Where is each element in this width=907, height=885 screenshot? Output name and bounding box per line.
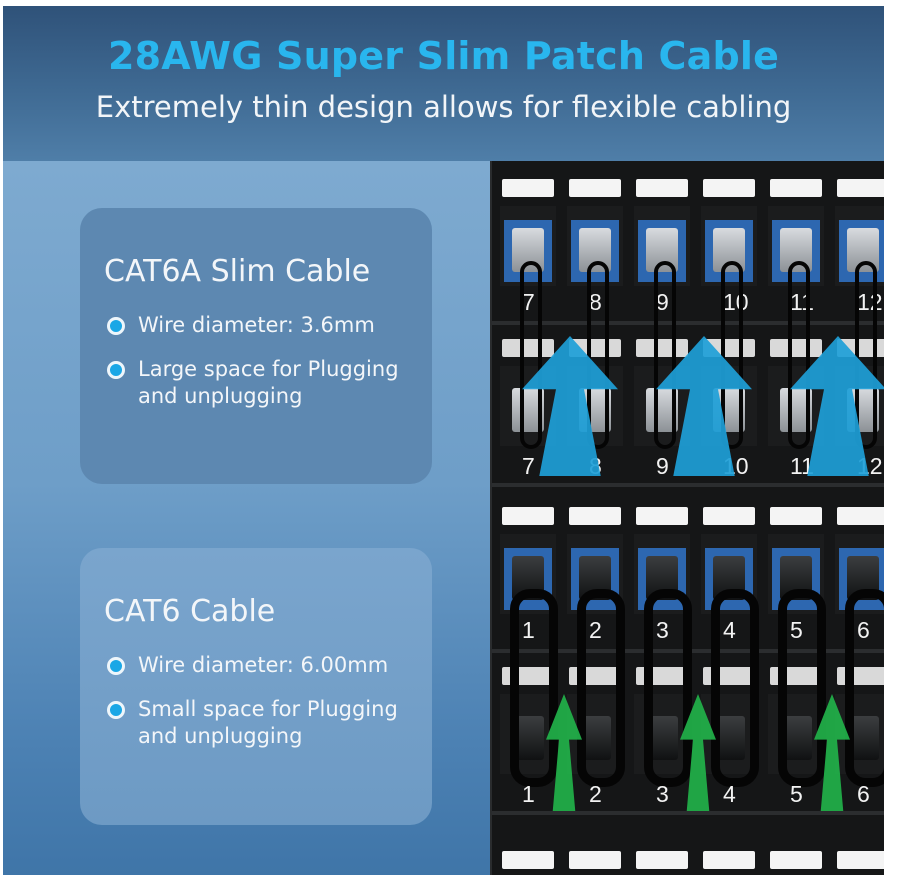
port-label-strip bbox=[770, 179, 822, 197]
bullet-dot-icon bbox=[107, 317, 125, 335]
port-label-strip bbox=[569, 507, 621, 525]
port-number: 4 bbox=[723, 781, 736, 807]
panel-divider bbox=[492, 811, 884, 815]
port-number: 4 bbox=[723, 617, 736, 643]
port-label-strip bbox=[837, 507, 884, 525]
port-label-strip bbox=[502, 179, 554, 197]
patch-cable bbox=[788, 261, 810, 449]
page-title: 28AWG Super Slim Patch Cable bbox=[107, 34, 780, 78]
port-label-strip bbox=[569, 851, 621, 869]
header-banner: 28AWG Super Slim Patch Cable Extremely t… bbox=[3, 6, 884, 161]
feature-text: Large space for Plugging and unplugging bbox=[138, 357, 399, 408]
port-number: 2 bbox=[589, 781, 602, 807]
port-number: 5 bbox=[790, 781, 803, 807]
green-up-arrow-icon bbox=[546, 694, 582, 814]
port-number: 6 bbox=[857, 781, 870, 807]
green-up-arrow-icon bbox=[680, 694, 716, 814]
comparison-panel: CAT6A Slim Cable Wire diameter: 3.6mm La… bbox=[3, 161, 490, 875]
port-jack bbox=[500, 206, 556, 286]
blue-up-arrow-icon bbox=[522, 336, 618, 476]
feature-item: Wire diameter: 3.6mm bbox=[104, 312, 424, 339]
port-label-strip bbox=[636, 179, 688, 197]
card-title: CAT6A Slim Cable bbox=[104, 254, 371, 289]
product-infographic: 28AWG Super Slim Patch Cable Extremely t… bbox=[3, 6, 884, 875]
port-label-strip bbox=[636, 507, 688, 525]
green-up-arrow-icon bbox=[814, 694, 850, 814]
panel-divider bbox=[492, 483, 884, 487]
page-subtitle: Extremely thin design allows for flexibl… bbox=[95, 90, 792, 124]
feature-item: Large space for Plugging and unplugging bbox=[104, 356, 424, 410]
bullet-dot-icon bbox=[107, 361, 125, 379]
port-label-strip bbox=[770, 851, 822, 869]
cat6-card: CAT6 Cable Wire diameter: 6.00mm Small s… bbox=[80, 548, 432, 825]
port-label-strip bbox=[770, 507, 822, 525]
feature-text: Wire diameter: 3.6mm bbox=[138, 313, 375, 337]
port-number: 7 bbox=[522, 453, 535, 479]
blue-up-arrow-icon bbox=[656, 336, 752, 476]
bullet-dot-icon bbox=[107, 701, 125, 719]
port-number: 3 bbox=[656, 617, 669, 643]
feature-item: Small space for Plugging and unplugging bbox=[104, 696, 424, 750]
patch-cable bbox=[644, 589, 692, 787]
patch-cable bbox=[778, 589, 826, 787]
cat6a-card: CAT6A Slim Cable Wire diameter: 3.6mm La… bbox=[80, 208, 432, 484]
bullet-dot-icon bbox=[107, 657, 125, 675]
patch-cable bbox=[855, 261, 877, 449]
port-number: 6 bbox=[857, 617, 870, 643]
port-number: 7 bbox=[522, 289, 535, 315]
port-number: 11 bbox=[790, 453, 814, 479]
feature-list: Wire diameter: 6.00mm Small space for Pl… bbox=[104, 652, 424, 767]
patch-cable bbox=[654, 261, 676, 449]
port-number: 9 bbox=[656, 289, 669, 315]
feature-item: Wire diameter: 6.00mm bbox=[104, 652, 424, 679]
feature-text: Wire diameter: 6.00mm bbox=[138, 653, 389, 677]
blue-up-arrow-icon bbox=[790, 336, 884, 476]
feature-list: Wire diameter: 3.6mm Large space for Plu… bbox=[104, 312, 424, 427]
patch-panel-photo: 789101112789101112123456123456 bbox=[490, 161, 884, 875]
port-number: 9 bbox=[656, 453, 669, 479]
port-number: 12 bbox=[857, 289, 883, 315]
patch-cable bbox=[845, 589, 884, 787]
port-label-strip bbox=[837, 851, 884, 869]
port-label-strip bbox=[502, 507, 554, 525]
port-number: 10 bbox=[723, 289, 749, 315]
port-label-strip bbox=[569, 179, 621, 197]
card-title: CAT6 Cable bbox=[104, 594, 276, 629]
patch-cable bbox=[711, 589, 759, 787]
feature-text: Small space for Plugging and unplugging bbox=[138, 697, 398, 748]
patch-cable bbox=[577, 589, 625, 787]
port-number: 5 bbox=[790, 617, 803, 643]
port-jack bbox=[500, 694, 556, 774]
port-label-strip bbox=[703, 851, 755, 869]
port-number: 1 bbox=[522, 617, 535, 643]
port-number: 2 bbox=[589, 617, 602, 643]
port-label-strip bbox=[636, 851, 688, 869]
port-number: 3 bbox=[656, 781, 669, 807]
patch-cable bbox=[510, 589, 558, 787]
port-label-strip bbox=[703, 179, 755, 197]
patch-cable bbox=[520, 261, 542, 449]
port-label-strip bbox=[703, 507, 755, 525]
patch-cable bbox=[721, 261, 743, 449]
port-number: 1 bbox=[522, 781, 535, 807]
port-label-strip bbox=[837, 179, 884, 197]
panel-divider bbox=[492, 321, 884, 325]
port-number: 8 bbox=[589, 289, 602, 315]
port-label-strip bbox=[502, 851, 554, 869]
patch-cable bbox=[587, 261, 609, 449]
